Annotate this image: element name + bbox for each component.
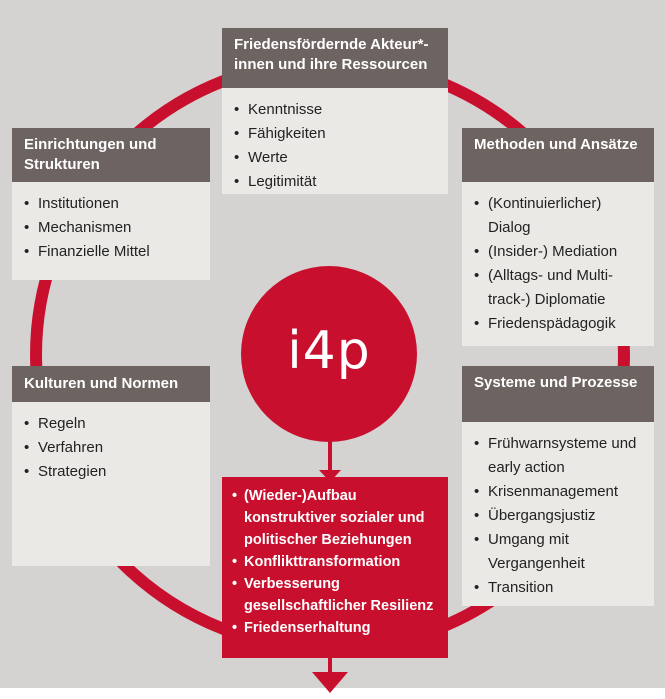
- box-methods-list: (Kontinuierlicher) Dialog (Insider-) Med…: [462, 182, 654, 336]
- list-item: Institutionen: [24, 192, 202, 216]
- bottom-arrow-icon: [312, 672, 348, 693]
- outcome-item: Verbesserung gesellschaftlicher Resilien…: [232, 573, 442, 617]
- outcome-item: Friedenserhaltung: [232, 617, 442, 639]
- list-item: Kenntnisse: [234, 98, 440, 122]
- list-item: Legitimität: [234, 170, 440, 194]
- list-item: (Alltags- und Multi-track-) Diplomatie: [474, 264, 646, 312]
- list-item: Friedenspädagogik: [474, 312, 646, 336]
- box-cultures-list: Regeln Verfahren Strategien: [12, 402, 210, 484]
- list-item: Verfahren: [24, 436, 202, 460]
- box-actors-title: Friedensfördernde Akteur*-innen und ihre…: [222, 28, 448, 88]
- center-circle: i4p: [241, 266, 417, 442]
- box-institutions: Einrichtungen und Strukturen Institution…: [12, 128, 210, 280]
- box-systems-list: Frühwarnsysteme und early action Krisenm…: [462, 422, 654, 600]
- outcome-list: (Wieder-)Aufbau konstruktiver sozialer u…: [222, 477, 448, 639]
- list-item: Fähigkeiten: [234, 122, 440, 146]
- outcome-item: Konflikttransformation: [232, 551, 442, 573]
- outcome-item: (Wieder-)Aufbau konstruktiver sozialer u…: [232, 485, 442, 551]
- outcome-box: (Wieder-)Aufbau konstruktiver sozialer u…: [222, 477, 448, 658]
- list-item: Frühwarnsysteme und early action: [474, 432, 646, 480]
- box-cultures: Kulturen und Normen Regeln Verfahren Str…: [12, 366, 210, 566]
- box-actors: Friedensfördernde Akteur*-innen und ihre…: [222, 28, 448, 194]
- list-item: Mechanismen: [24, 216, 202, 240]
- box-institutions-list: Institutionen Mechanismen Finanzielle Mi…: [12, 182, 210, 264]
- list-item: Regeln: [24, 412, 202, 436]
- box-actors-list: Kenntnisse Fähigkeiten Werte Legitimität: [222, 88, 448, 194]
- center-connector-arrow: [319, 470, 341, 482]
- box-cultures-title: Kulturen und Normen: [12, 366, 210, 402]
- box-systems-title: Systeme und Prozesse: [462, 366, 654, 422]
- list-item: Umgang mit Vergangenheit: [474, 528, 646, 576]
- list-item: Transition: [474, 576, 646, 600]
- list-item: Übergangsjustiz: [474, 504, 646, 528]
- list-item: (Kontinuierlicher) Dialog: [474, 192, 646, 240]
- list-item: Werte: [234, 146, 440, 170]
- box-institutions-title: Einrichtungen und Strukturen: [12, 128, 210, 182]
- list-item: Finanzielle Mittel: [24, 240, 202, 264]
- list-item: Strategien: [24, 460, 202, 484]
- list-item: (Insider-) Mediation: [474, 240, 646, 264]
- list-item: Krisenmanagement: [474, 480, 646, 504]
- center-label: i4p: [287, 321, 371, 381]
- box-methods: Methoden und Ansätze (Kontinuierlicher) …: [462, 128, 654, 346]
- box-methods-title: Methoden und Ansätze: [462, 128, 654, 182]
- box-systems: Systeme und Prozesse Frühwarnsysteme und…: [462, 366, 654, 606]
